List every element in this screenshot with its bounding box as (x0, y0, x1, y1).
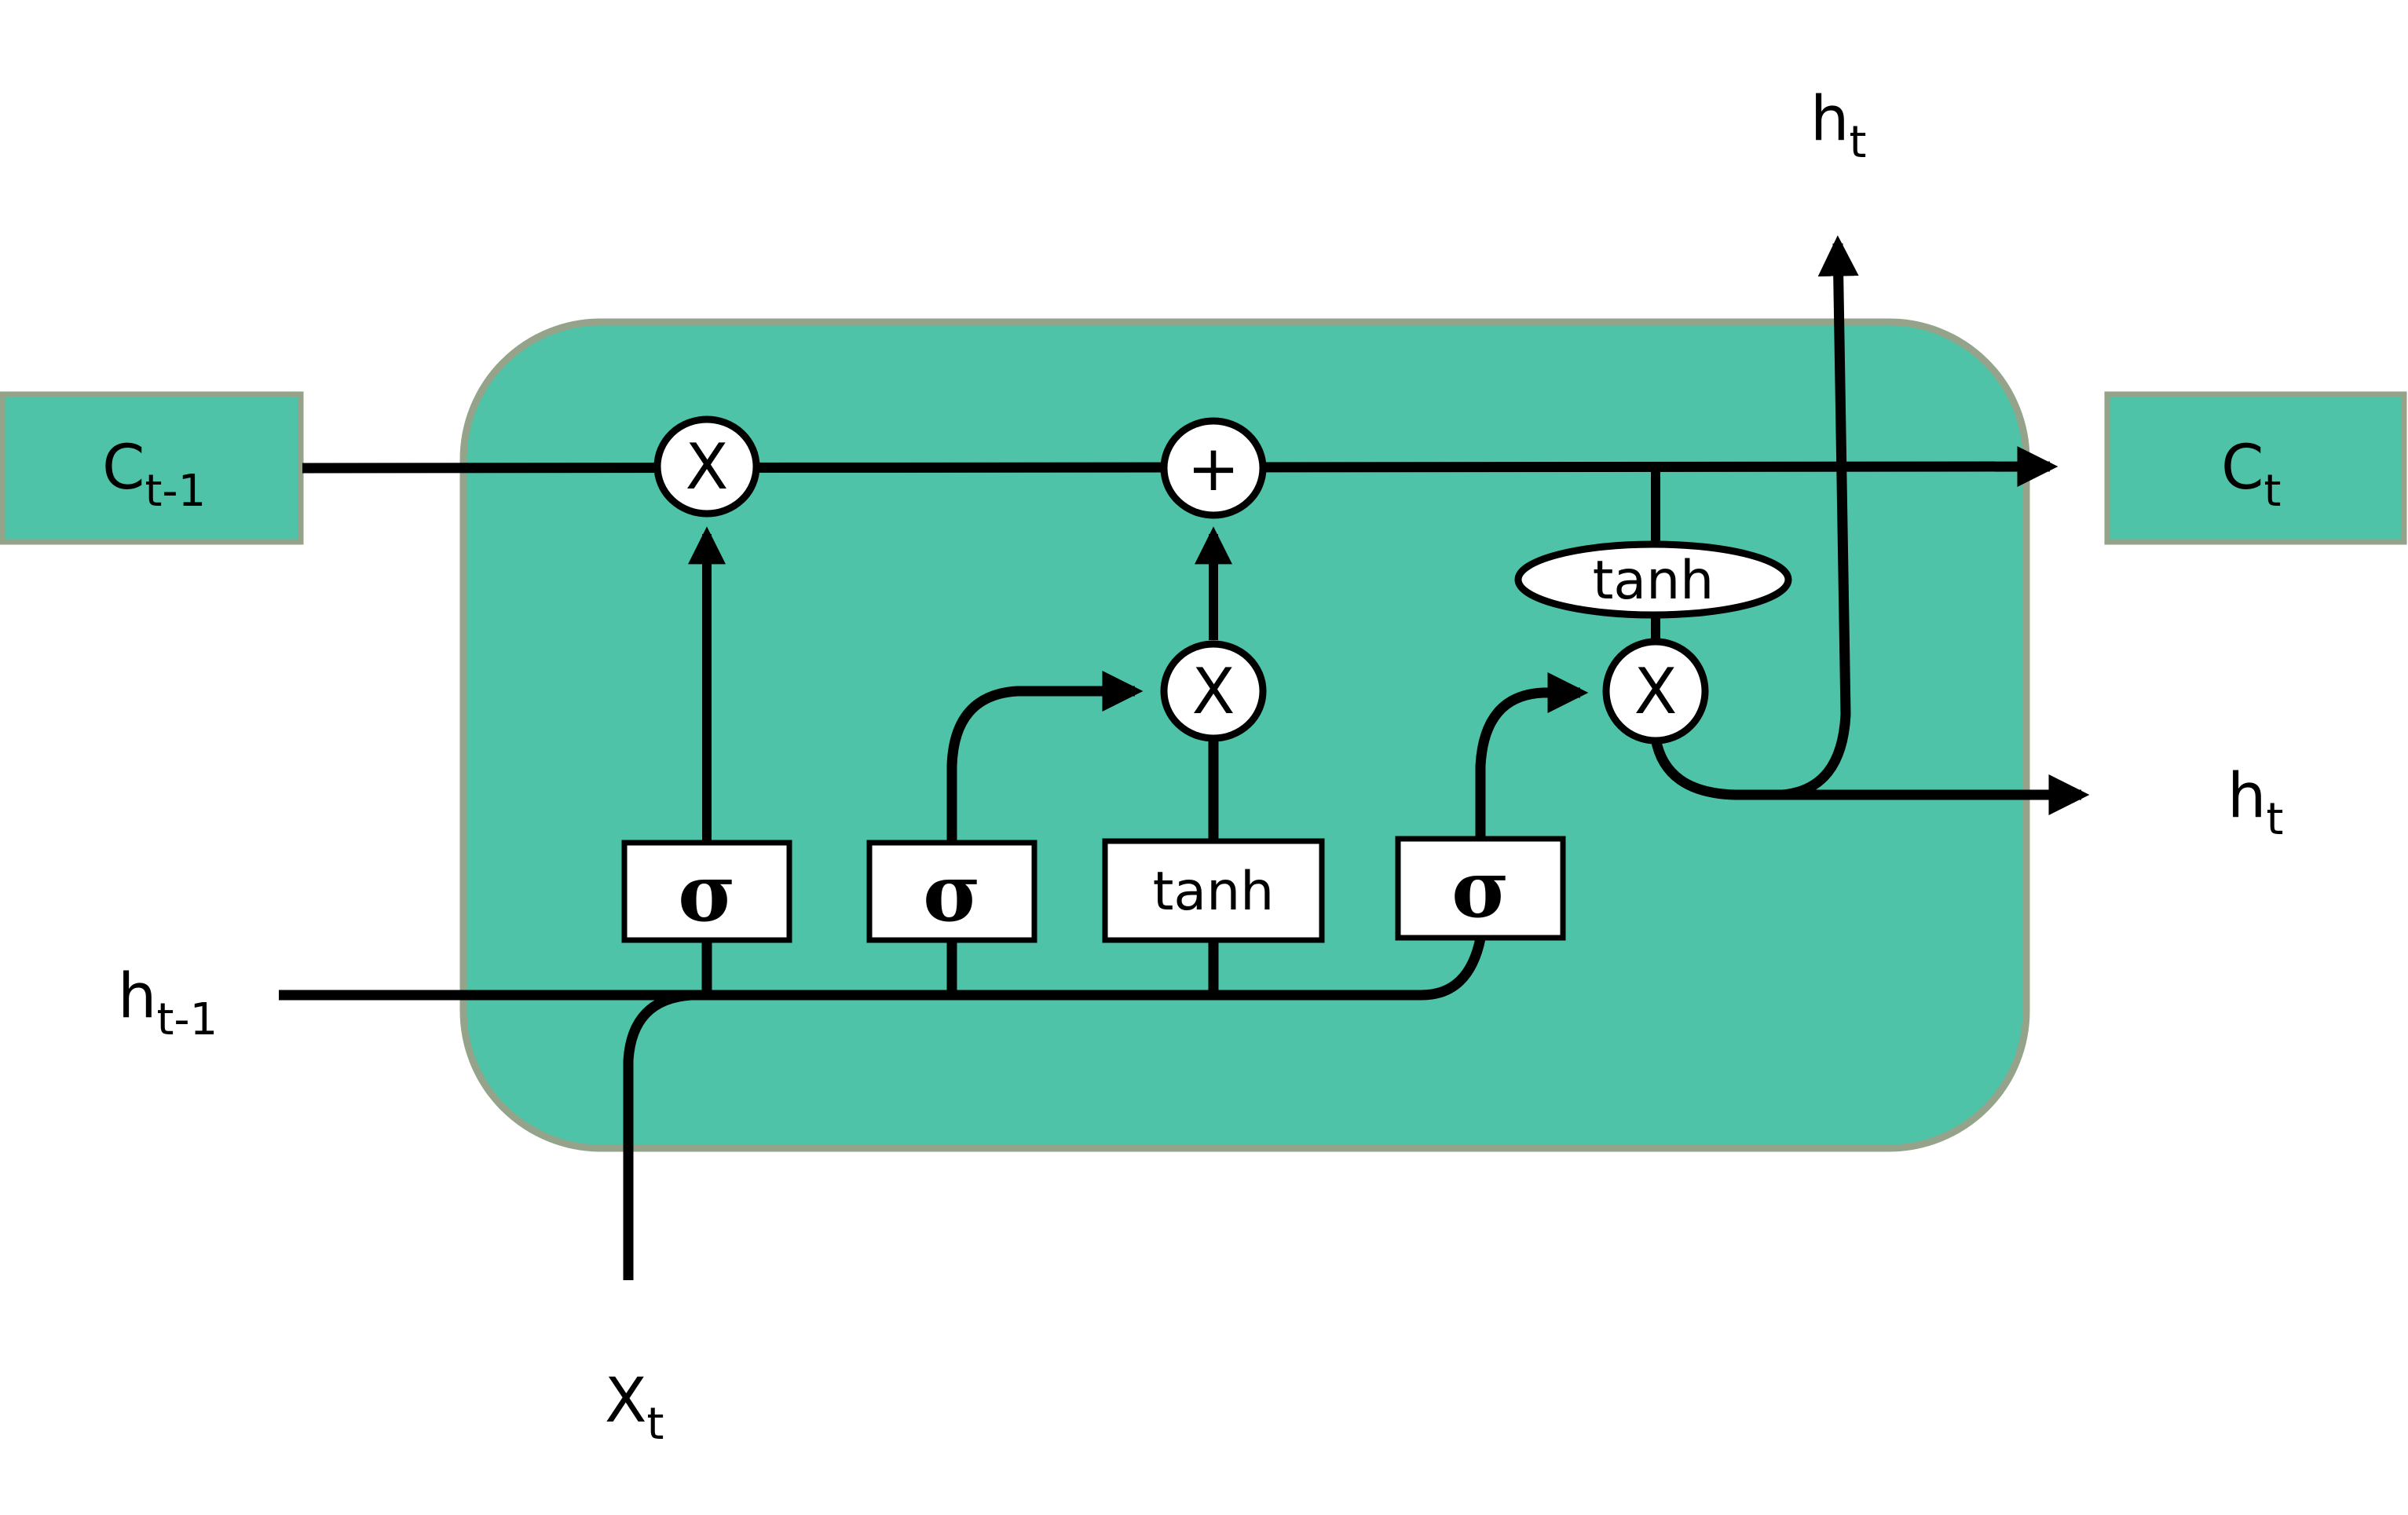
candidate-box: tanh (1102, 838, 1325, 943)
hidden-prev-line (279, 937, 1486, 1001)
multiply-icon: X (1192, 655, 1235, 728)
forget-gate-box: σ (621, 840, 792, 943)
cell-add-node: + (1160, 417, 1267, 519)
output-multiply-node: X (1602, 638, 1709, 745)
cell-state-prev-label: Ct-1 (102, 433, 206, 517)
candidate-tanh-label: tanh (1153, 861, 1275, 923)
input-multiply-node: X (1160, 640, 1267, 742)
lstm-cell-body (459, 318, 2030, 1152)
hidden-output-right-label: ht (2227, 761, 2283, 845)
output-gate-arrow (1475, 672, 1589, 840)
input-line (623, 990, 692, 1280)
hidden-output-top-label: ht (1810, 84, 1866, 168)
output-tanh-node: tanh (1514, 540, 1792, 619)
sigma-icon: σ (678, 847, 736, 939)
output-gate-box: σ (1395, 836, 1566, 941)
multiply-icon: X (686, 430, 729, 503)
cell-state-label: Ct (2221, 433, 2281, 517)
hidden-prev-label: ht-1 (118, 961, 218, 1045)
cell-state-prev-box: Ct-1 (0, 391, 304, 545)
cell-state-box: Ct (2104, 391, 2407, 545)
input-gate-arrow (946, 671, 1144, 844)
sigma-icon: σ (1451, 843, 1510, 935)
multiply-icon: X (1634, 655, 1678, 728)
input-label: Xt (605, 1366, 664, 1450)
input-gate-box: σ (866, 840, 1037, 943)
sigma-icon: σ (923, 847, 981, 939)
forget-multiply-node: X (653, 415, 760, 518)
output-tanh-label: tanh (1593, 550, 1715, 612)
plus-icon: + (1187, 432, 1239, 505)
